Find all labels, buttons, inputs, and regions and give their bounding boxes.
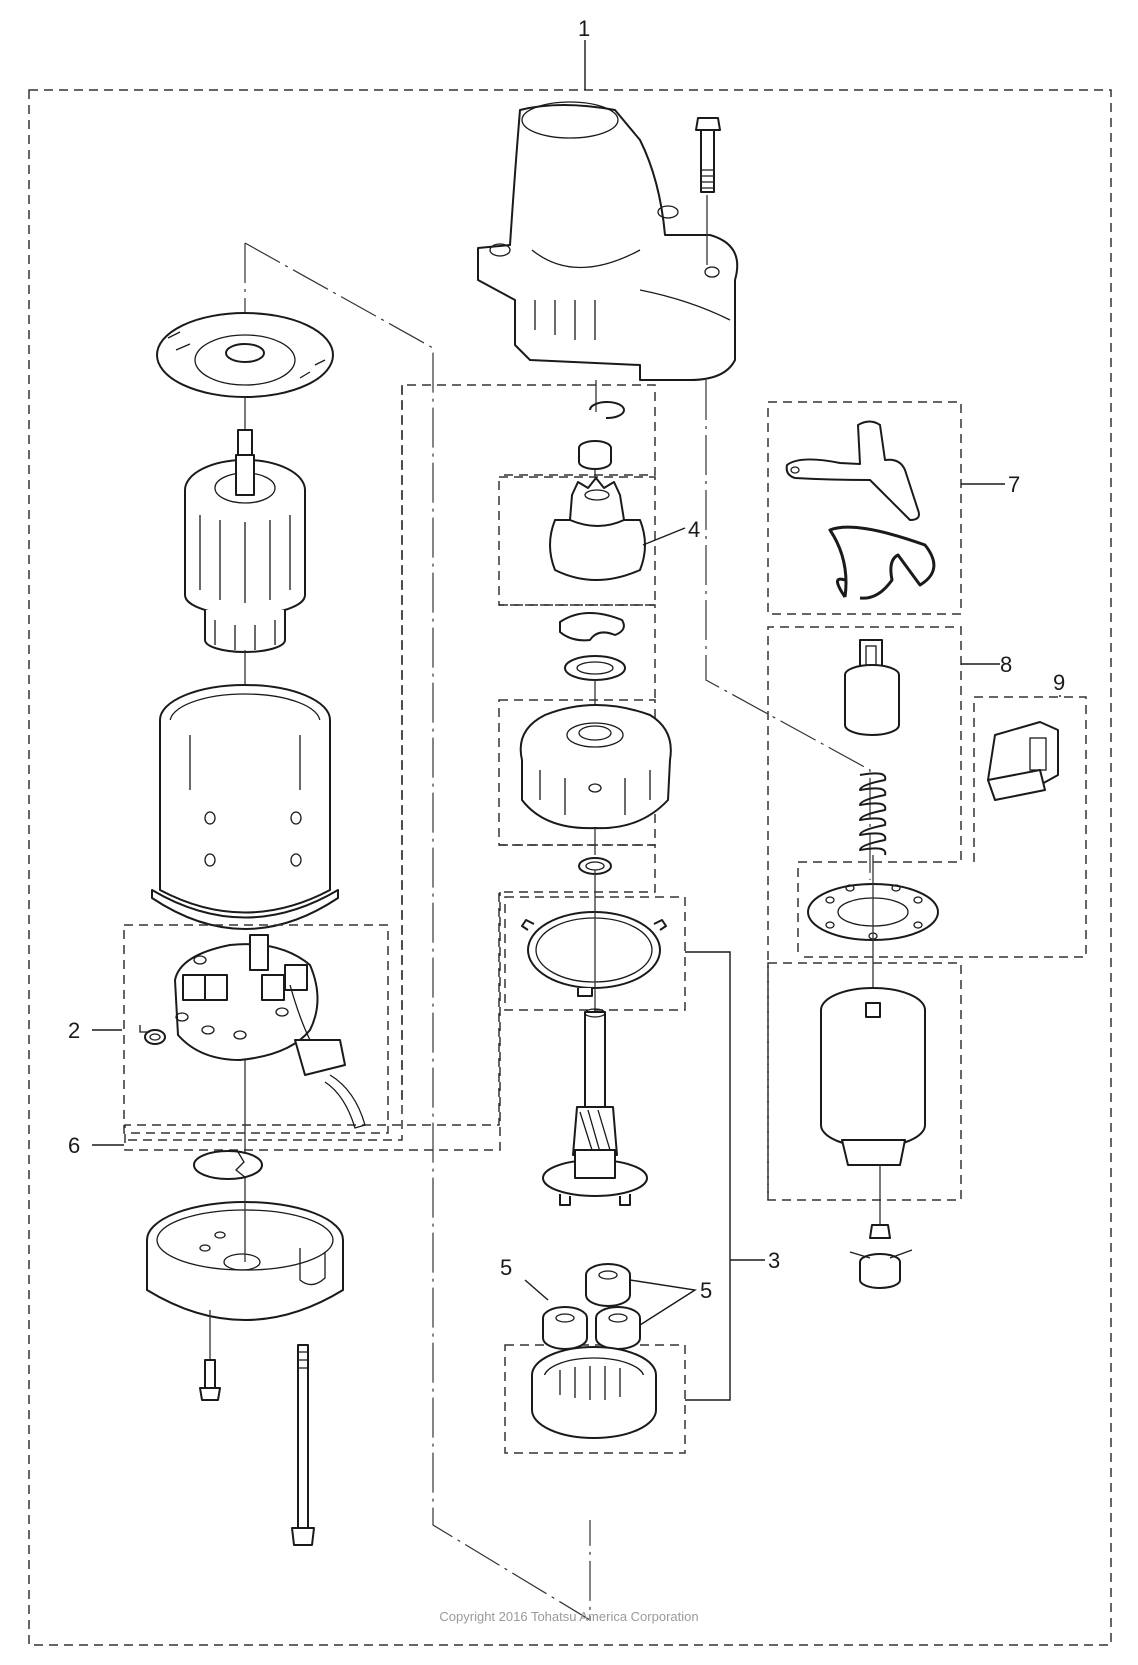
group-box-terminal (798, 696, 1087, 958)
callout-4[interactable]: 4 (688, 517, 700, 542)
group-box-brush-holder (123, 924, 389, 1134)
insulator-plate[interactable] (193, 1150, 263, 1180)
callout-5-right[interactable]: 5 (700, 1278, 712, 1303)
shift-lever[interactable] (785, 420, 920, 521)
terminal-boot[interactable] (987, 721, 1059, 801)
pinion-clutch[interactable] (549, 477, 646, 581)
cover-screw[interactable] (199, 1359, 221, 1401)
brush-holder[interactable] (174, 934, 366, 1129)
yoke[interactable] (151, 684, 339, 930)
copyright-notice: Copyright 2016 Tohatsu America Corporati… (439, 1609, 699, 1624)
snap-ring[interactable] (589, 401, 625, 420)
callout-3[interactable]: 3 (768, 1248, 780, 1273)
planet-carrier-shaft[interactable] (542, 1008, 648, 1206)
group-box-armature (125, 385, 403, 1141)
callout-6[interactable]: 6 (68, 1133, 80, 1158)
planet-gear[interactable] (595, 1306, 641, 1350)
terminal-cap[interactable] (849, 1249, 913, 1289)
callout-8[interactable]: 8 (1000, 652, 1012, 677)
alignment-line-diagonal-left (244, 242, 591, 1622)
bearing-housing[interactable] (519, 704, 672, 830)
thrust-washer[interactable] (564, 655, 626, 681)
planet-gear[interactable] (585, 1263, 631, 1307)
solenoid-nut[interactable] (869, 1224, 891, 1239)
small-washer[interactable] (578, 857, 612, 875)
through-bolt[interactable] (291, 1344, 315, 1546)
solenoid-switch[interactable] (820, 987, 926, 1166)
alignment-line-housing-solenoid (705, 380, 871, 880)
gear-retainer-plate[interactable] (521, 911, 667, 997)
lever-spring[interactable] (828, 525, 936, 600)
callout-5-left[interactable]: 5 (500, 1255, 512, 1280)
group-box-washers (499, 604, 656, 700)
internal-ring-gear[interactable] (531, 1346, 657, 1439)
planet-gear[interactable] (542, 1306, 588, 1350)
group-box-snap-ring (401, 384, 656, 1100)
armature-end-plate[interactable] (156, 312, 334, 398)
callout-7[interactable]: 7 (1008, 472, 1020, 497)
plunger[interactable] (844, 639, 900, 736)
callout-9[interactable]: 9 (1053, 670, 1065, 695)
armature[interactable] (184, 429, 306, 653)
brush-spring[interactable] (139, 1025, 166, 1045)
group-box-small-washer (124, 844, 656, 1151)
callout-2[interactable]: 2 (68, 1018, 80, 1043)
group-box-solenoid (767, 962, 962, 1201)
pinion-stop-collar[interactable] (578, 440, 612, 470)
group-box-ring-gear (504, 1344, 686, 1454)
plunger-spring[interactable] (859, 772, 887, 856)
group-box-lever (767, 401, 962, 615)
assembly-boundary (28, 89, 1112, 1646)
housing-bolt[interactable] (695, 117, 721, 193)
drive-housing[interactable] (477, 101, 739, 381)
callout-1[interactable]: 1 (578, 16, 590, 41)
e-clip[interactable] (559, 611, 625, 642)
callout-leader-3 (685, 951, 731, 1401)
